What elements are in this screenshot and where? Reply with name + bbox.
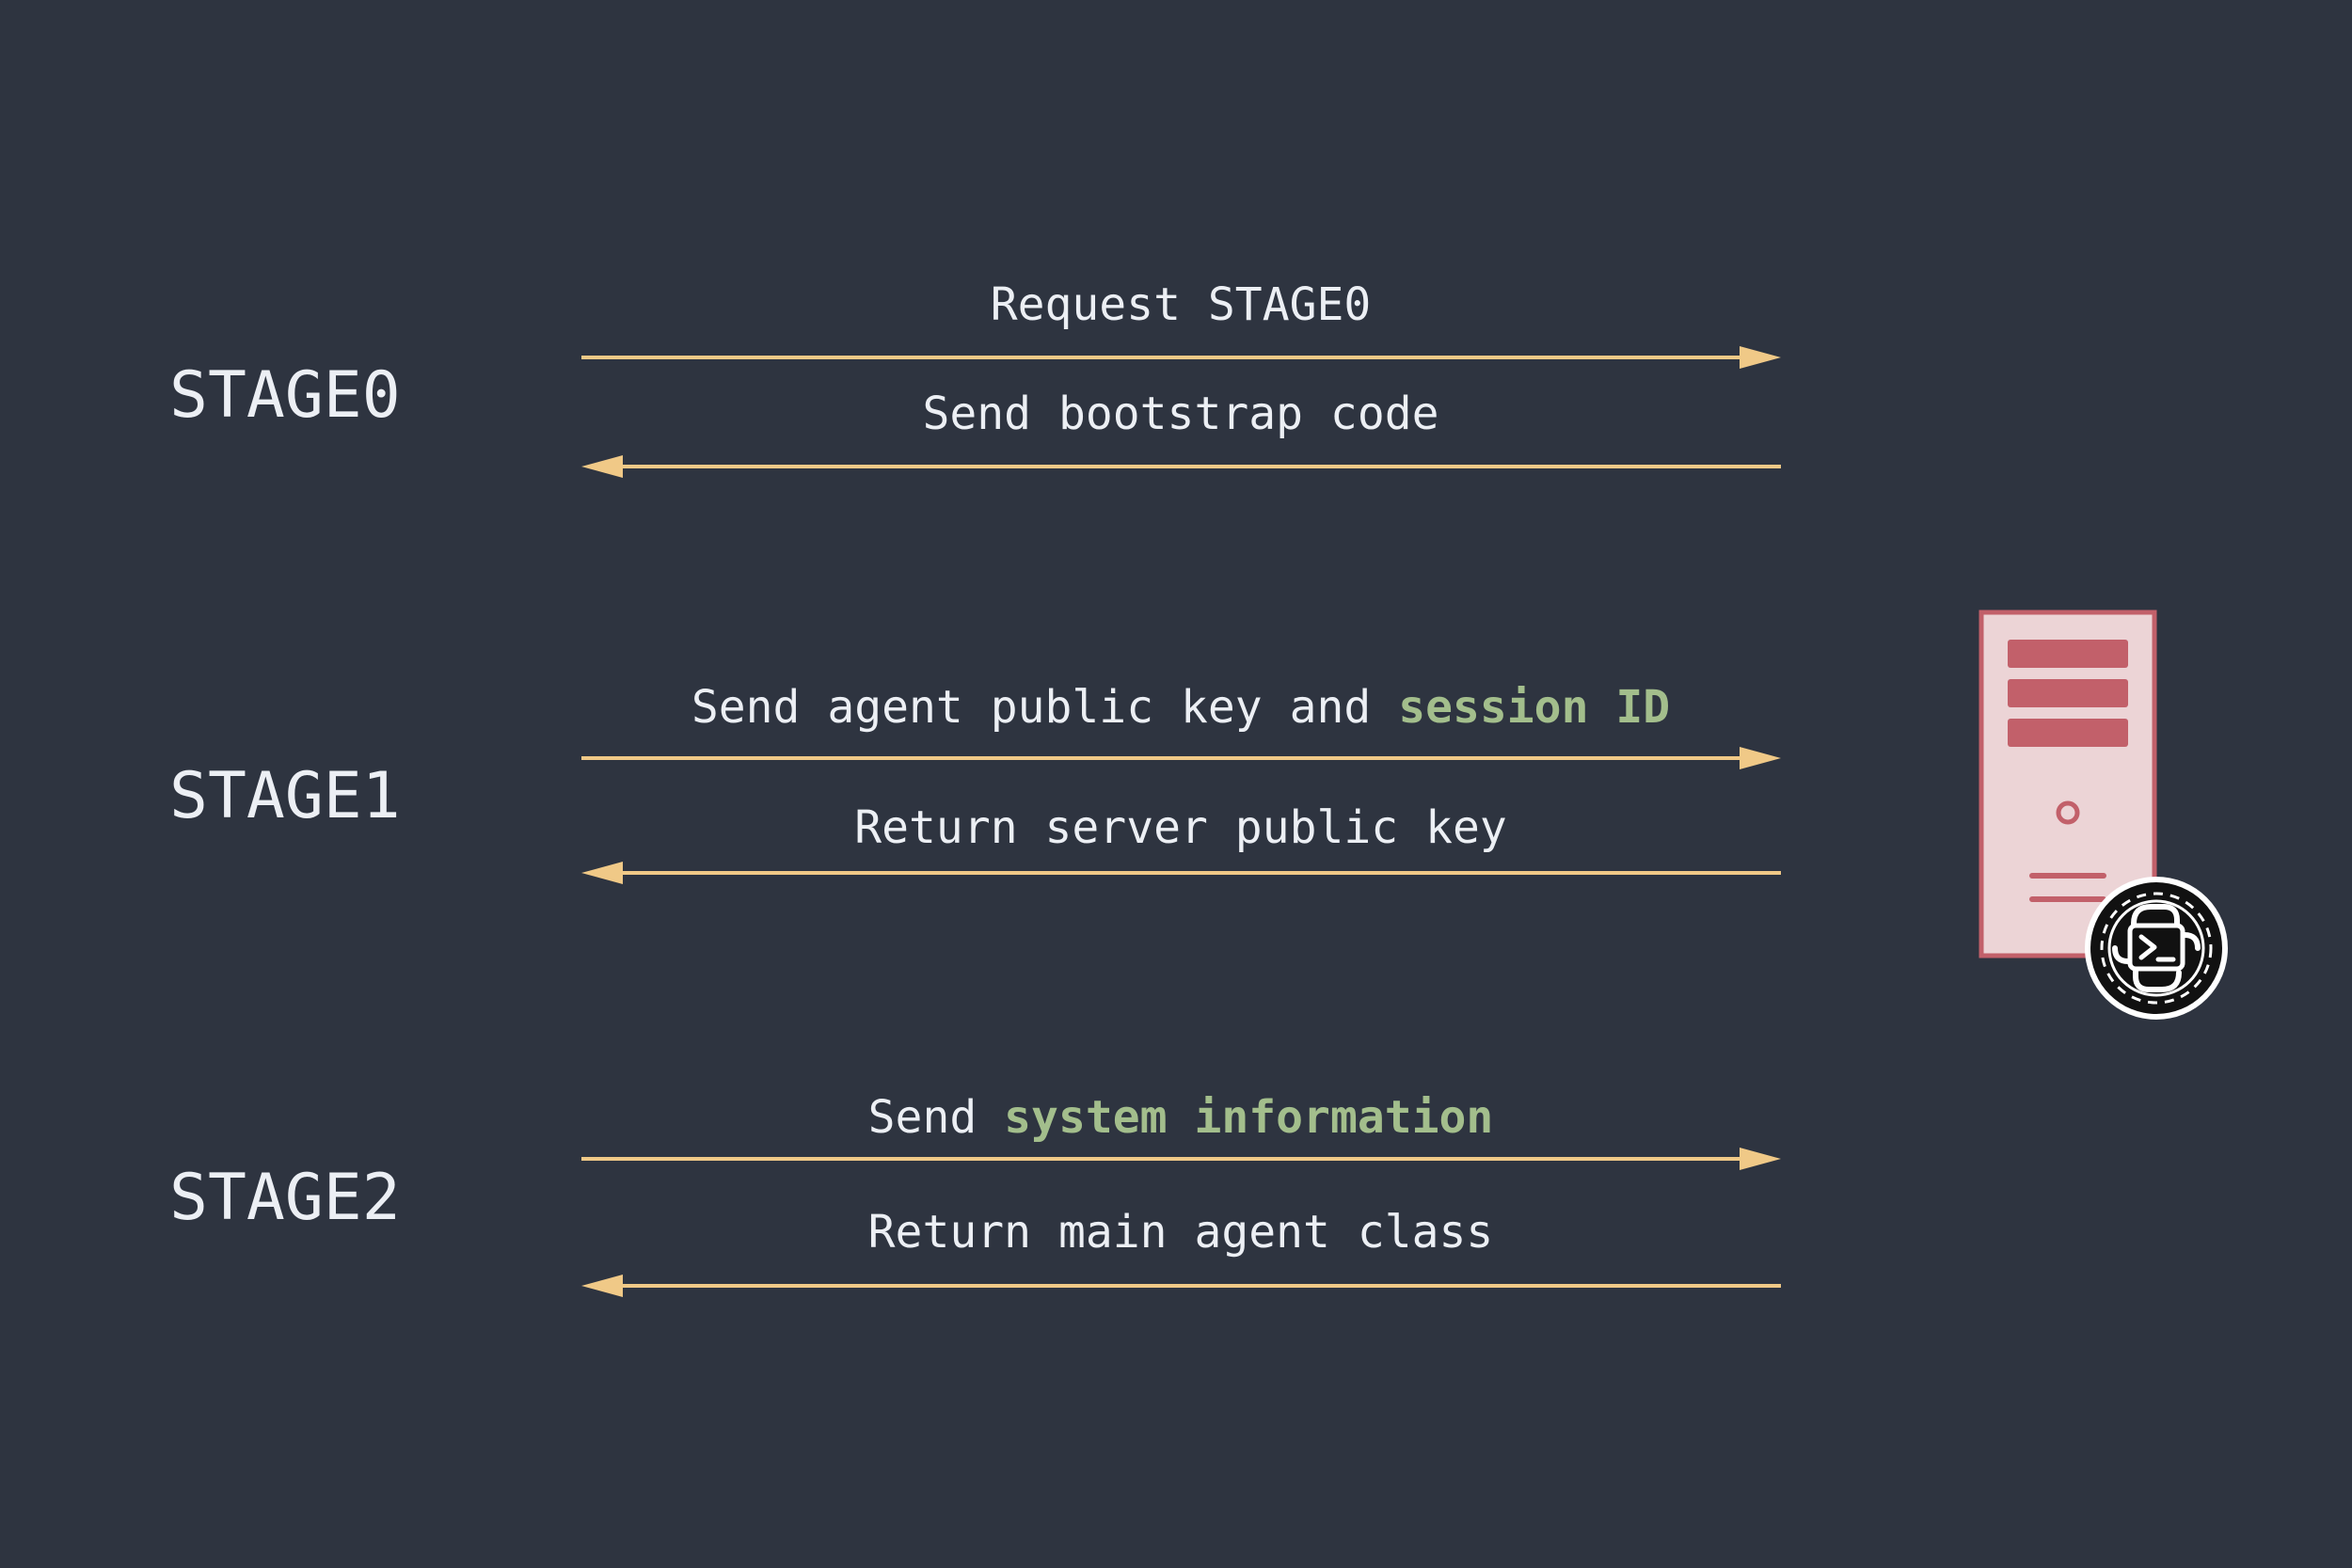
response-arrowhead: [581, 1275, 623, 1297]
request-message: Request STAGE0: [991, 278, 1372, 331]
message-text: Return main agent class: [868, 1206, 1494, 1259]
message-text: Send: [868, 1091, 1005, 1144]
message-text: Request STAGE0: [991, 278, 1372, 331]
stage-group-1: STAGE1 Send agent public key and session…: [169, 681, 1781, 884]
stage-label: STAGE0: [169, 358, 401, 433]
stage-group-2: STAGE2 Send system information Return ma…: [169, 1091, 1781, 1297]
message-highlight: system information: [1004, 1091, 1493, 1144]
response-arrowhead: [581, 455, 623, 478]
request-message: Send agent public key and session ID: [691, 681, 1670, 734]
response-arrowhead: [581, 862, 623, 884]
message-highlight: session ID: [1398, 681, 1670, 734]
stage-label: STAGE2: [169, 1161, 401, 1235]
response-message: Return server public key: [854, 801, 1507, 854]
request-arrowhead: [1740, 1148, 1781, 1170]
stage-group-0: STAGE0 Request STAGE0 Send bootstrap cod…: [169, 278, 1781, 478]
response-message: Send bootstrap code: [922, 388, 1438, 440]
request-arrowhead: [1740, 747, 1781, 769]
message-text: Return server public key: [854, 801, 1507, 854]
request-arrowhead: [1740, 346, 1781, 369]
stage-label: STAGE1: [169, 759, 401, 833]
response-message: Return main agent class: [868, 1206, 1494, 1259]
request-message: Send system information: [868, 1091, 1494, 1144]
python-terminal-badge-icon: [2085, 877, 2228, 1020]
message-text: Send agent public key and: [691, 681, 1398, 734]
message-text: Send bootstrap code: [922, 388, 1438, 440]
